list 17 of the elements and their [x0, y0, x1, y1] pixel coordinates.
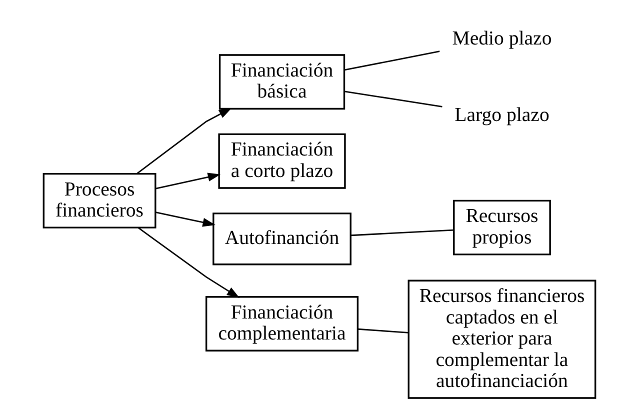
connector: [344, 50, 440, 71]
node-box: Procesos financieros: [42, 172, 156, 228]
node-box: Financiación complementaria: [204, 296, 358, 352]
arrow: [136, 108, 232, 174]
node-text: Largo plazo: [454, 104, 549, 126]
node-box: Autofinanción: [212, 212, 351, 266]
node-box: Financiación básica: [218, 54, 345, 110]
arrow: [155, 212, 215, 227]
node-box: Financiación a corto plazo: [218, 133, 346, 189]
node-text: Medio plazo: [452, 28, 552, 50]
arrow: [137, 227, 240, 298]
node-box: Recursos propios: [452, 200, 550, 256]
connector: [350, 229, 454, 236]
arrow: [155, 172, 220, 190]
connector: [358, 328, 408, 334]
connector: [344, 90, 442, 108]
node-box: Recursos financieros captados en el exterior para complementar la autofinanciación: [407, 280, 596, 399]
